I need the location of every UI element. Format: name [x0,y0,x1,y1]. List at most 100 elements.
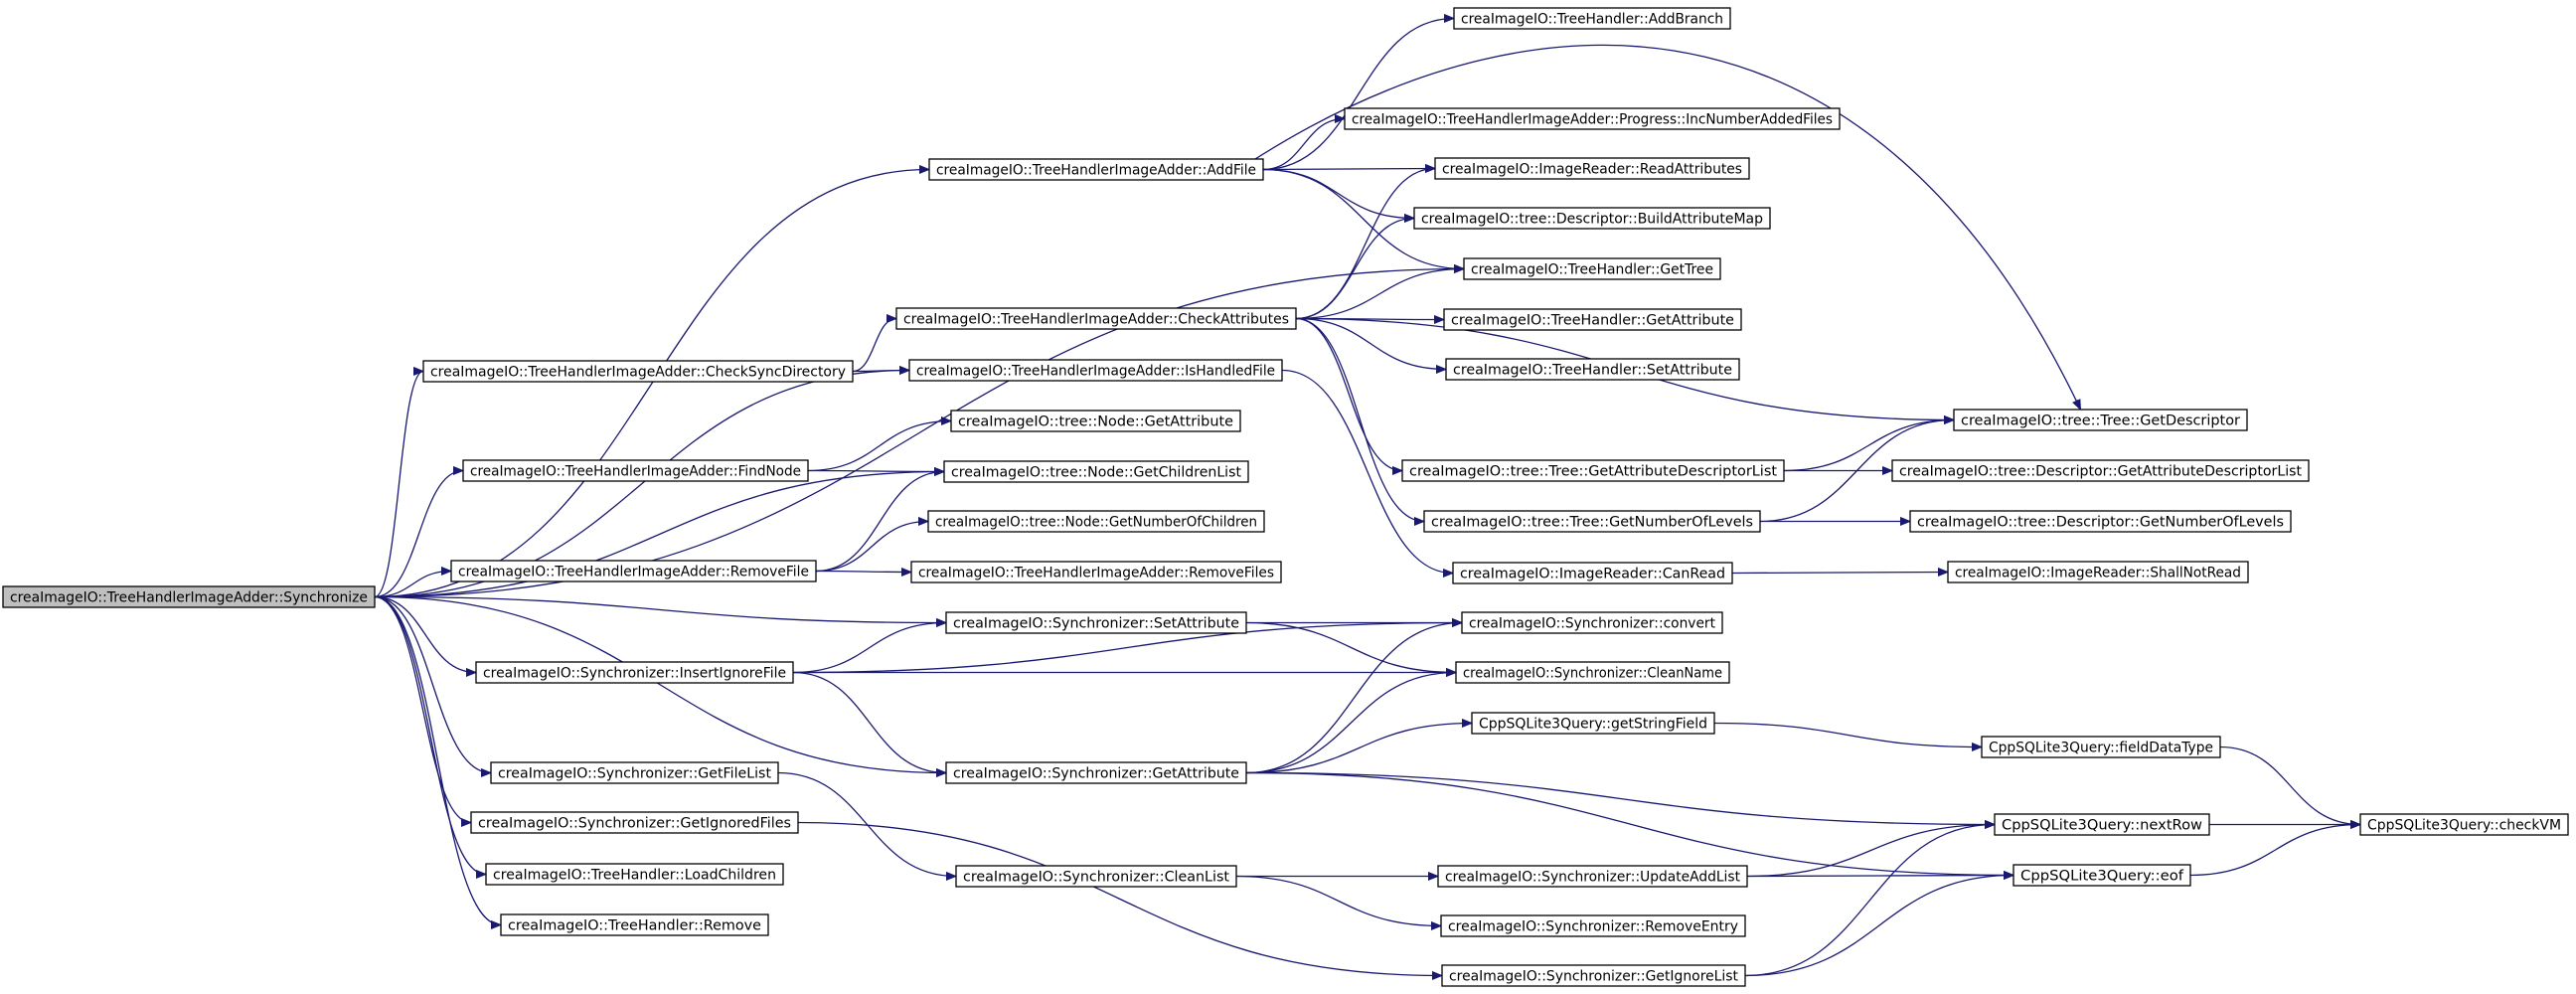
call-edge-synchronize-to-syncGetAttribute [374,595,946,773]
function-node-getIgnoredFiles[interactable]: creaImageIO::Synchronizer::GetIgnoredFil… [470,811,799,834]
node-box [1981,736,2221,758]
function-node-findNode[interactable]: creaImageIO::TreeHandlerImageAdder::Find… [462,459,809,482]
function-node-thGetAttribute[interactable]: creaImageIO::TreeHandler::GetAttribute [1443,308,1742,331]
function-node-getDescriptor[interactable]: creaImageIO::tree::Tree::GetDescriptor [1953,409,2248,431]
call-edge-synchronize-to-getIgnoredFiles [374,595,472,823]
node-label: creaImageIO::TreeHandler::GetTree [1471,262,1713,278]
node-box [945,761,1247,784]
function-node-checkSyncDirectory[interactable]: creaImageIO::TreeHandlerImageAdder::Chec… [422,360,854,383]
call-edge-synchronize-to-removeFile [374,572,451,598]
call-edge-synchronize-to-getFileList [374,595,491,773]
call-edge-removeFile-to-nodeGetNumberOfChildren [815,522,928,573]
function-node-syncSetAttribute[interactable]: creaImageIO::Synchronizer::SetAttribute [945,611,1247,634]
node-box [950,410,1241,432]
function-node-thSetAttribute[interactable]: creaImageIO::TreeHandler::SetAttribute [1445,358,1740,381]
call-edge-getAttributeDescriptorList-to-getDescriptor [1783,420,1954,472]
node-label: creaImageIO::TreeHandlerImageAdder::Chec… [430,365,846,381]
function-node-getAttributeDescriptorList[interactable]: creaImageIO::tree::Tree::GetAttributeDes… [1401,459,1785,482]
node-label: creaImageIO::tree::Tree::GetAttributeDes… [1409,464,1777,480]
node-label: creaImageIO::Synchronizer::GetIgnoredFil… [478,816,791,832]
function-node-removeEntry[interactable]: creaImageIO::Synchronizer::RemoveEntry [1440,914,1746,937]
function-node-isHandledFile[interactable]: creaImageIO::TreeHandlerImageAdder::IsHa… [908,359,1283,382]
function-node-checkAttributes[interactable]: creaImageIO::TreeHandlerImageAdder::Chec… [895,307,1297,330]
function-node-addBranch[interactable]: creaImageIO::TreeHandler::AddBranch [1453,7,1731,30]
call-edge-synchronize-to-isHandledFile [374,371,909,598]
function-node-incNumberAddedFiles[interactable]: creaImageIO::TreeHandlerImageAdder::Prog… [1344,107,1841,130]
function-node-getTree[interactable]: creaImageIO::TreeHandler::GetTree [1463,257,1721,280]
function-node-cleanList[interactable]: creaImageIO::Synchronizer::CleanList [955,865,1237,888]
function-node-updateAddList[interactable]: creaImageIO::Synchronizer::UpdateAddList [1437,865,1748,888]
node-label: creaImageIO::TreeHandlerImageAdder::Sync… [10,590,368,606]
node-box [1461,611,1723,634]
node-box [1994,813,2210,836]
call-edge-synchronize-to-loadChildren [374,595,486,875]
function-node-descGetNumberOfLevels[interactable]: creaImageIO::tree::Descriptor::GetNumber… [1909,510,2292,533]
node-label: creaImageIO::tree::Descriptor::GetAttrib… [1899,464,2302,480]
node-box [490,761,779,784]
node-label: creaImageIO::tree::Descriptor::GetNumber… [1917,515,2284,531]
node-label: creaImageIO::TreeHandlerImageAdder::Remo… [918,566,1274,581]
function-node-getStringField[interactable]: CppSQLite3Query::getStringField [1471,712,1715,735]
node-box [1437,865,1748,888]
function-node-syncGetAttribute[interactable]: creaImageIO::Synchronizer::GetAttribute [945,761,1247,784]
call-edge-getStringField-to-fieldDataType [1713,722,1982,747]
node-box [485,863,784,886]
call-edge-checkAttributes-to-readAttributes [1295,169,1435,320]
node-label: CppSQLite3Query::eof [2020,869,2184,885]
function-node-thRemove[interactable]: creaImageIO::TreeHandler::Remove [500,913,769,936]
function-node-shallNotRead[interactable]: creaImageIO::ImageReader::ShallNotRead [1947,561,2249,583]
node-label: creaImageIO::TreeHandler::Remove [508,918,761,934]
function-node-insertIgnoreFile[interactable]: creaImageIO::Synchronizer::InsertIgnoreF… [475,661,794,684]
function-node-convert[interactable]: creaImageIO::Synchronizer::convert [1461,611,1723,634]
node-label: creaImageIO::ImageReader::ReadAttributes [1442,162,1742,178]
call-edge-findNode-to-nodeGetChildrenList [807,471,944,472]
node-label: CppSQLite3Query::fieldDataType [1989,741,2213,756]
node-box [910,561,1282,583]
call-edge-insertIgnoreFile-to-convert [792,623,1462,674]
node-label: creaImageIO::tree::Node::GetAttribute [958,414,1233,430]
call-edge-addFile-to-buildAttributeMap [1262,168,1414,219]
call-edge-synchronize-to-checkSyncDirectory [374,372,424,598]
node-box [1440,914,1746,937]
node-box [1909,510,2292,533]
node-label: creaImageIO::TreeHandler::AddBranch [1461,12,1723,28]
function-node-nextRow[interactable]: CppSQLite3Query::nextRow [1994,813,2210,836]
call-edge-synchronize-to-addFile [374,170,929,598]
node-label: creaImageIO::Synchronizer::GetIgnoreList [1449,969,1738,985]
call-edge-insertIgnoreFile-to-syncGetAttribute [792,671,946,773]
call-edge-addFile-to-incNumberAddedFiles [1262,119,1345,171]
call-edge-checkAttributes-to-thSetAttribute [1295,317,1446,370]
node-label: creaImageIO::tree::Tree::GetDescriptor [1961,414,2240,429]
function-node-nodeGetNumberOfChildren[interactable]: creaImageIO::tree::Node::GetNumberOfChil… [927,510,1265,533]
function-node-descGetAttributeDescriptorList[interactable]: creaImageIO::tree::Descriptor::GetAttrib… [1891,459,2310,482]
node-label: creaImageIO::ImageReader::CanRead [1460,567,1725,582]
node-label: creaImageIO::tree::Tree::GetNumberOfLeve… [1431,515,1753,531]
call-edge-checkAttributes-to-getTree [1295,269,1464,320]
function-node-canRead[interactable]: creaImageIO::ImageReader::CanRead [1452,562,1733,584]
function-node-cleanName[interactable]: creaImageIO::Synchronizer::CleanName [1455,661,1730,684]
function-node-readAttributes[interactable]: creaImageIO::ImageReader::ReadAttributes [1434,157,1750,180]
call-edge-checkAttributes-to-buildAttributeMap [1295,219,1414,320]
node-label: creaImageIO::TreeHandler::GetAttribute [1451,313,1734,329]
function-node-nodeGetChildrenList[interactable]: creaImageIO::tree::Node::GetChildrenList [943,460,1249,483]
call-edges [374,19,2360,976]
node-label: creaImageIO::Synchronizer::GetAttribute [953,766,1239,782]
function-node-removeFile[interactable]: creaImageIO::TreeHandlerImageAdder::Remo… [450,560,817,582]
function-node-eof[interactable]: CppSQLite3Query::eof [2012,864,2191,887]
function-node-removeFiles[interactable]: creaImageIO::TreeHandlerImageAdder::Remo… [910,561,1282,583]
function-node-checkVM[interactable]: CppSQLite3Query::checkVM [2359,813,2569,836]
function-node-addFile[interactable]: creaImageIO::TreeHandlerImageAdder::AddF… [928,158,1264,181]
call-edge-syncGetAttribute-to-eof [1245,771,2013,876]
node-box [1947,561,2249,583]
function-node-getNumberOfLevels[interactable]: creaImageIO::tree::Tree::GetNumberOfLeve… [1423,510,1761,533]
function-node-loadChildren[interactable]: creaImageIO::TreeHandler::LoadChildren [485,863,784,886]
function-node-buildAttributeMap[interactable]: creaImageIO::tree::Descriptor::BuildAttr… [1413,207,1771,230]
call-edge-checkSyncDirectory-to-isHandledFile [852,371,909,372]
node-box [1443,308,1742,331]
function-node-getIgnoreList[interactable]: creaImageIO::Synchronizer::GetIgnoreList [1441,964,1746,987]
node-label: creaImageIO::tree::Node::GetNumberOfChil… [935,515,1257,531]
function-node-synchronize[interactable]: creaImageIO::TreeHandlerImageAdder::Sync… [2,585,376,608]
function-node-nodeGetAttribute[interactable]: creaImageIO::tree::Node::GetAttribute [950,410,1241,432]
function-node-getFileList[interactable]: creaImageIO::Synchronizer::GetFileList [490,761,779,784]
function-node-fieldDataType[interactable]: CppSQLite3Query::fieldDataType [1981,736,2221,758]
